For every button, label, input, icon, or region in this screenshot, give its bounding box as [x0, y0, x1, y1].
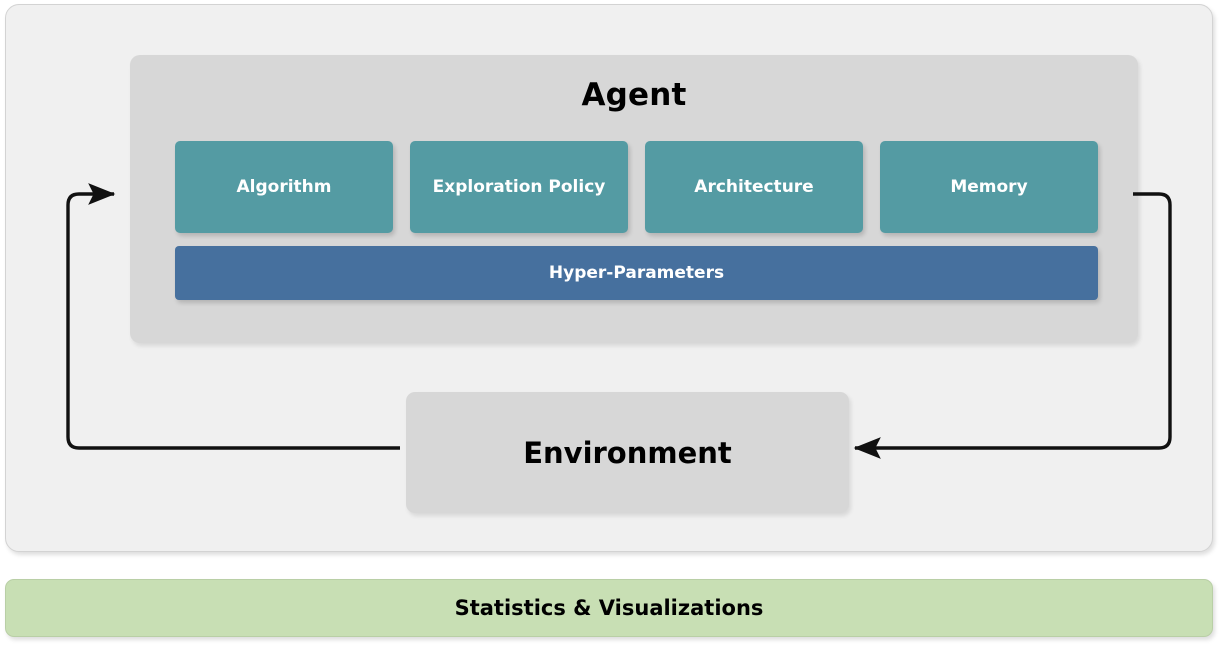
agent-container[interactable]: Agent Algorithm Exploration Policy Archi… [130, 55, 1138, 343]
hyper-parameters-bar[interactable]: Hyper-Parameters [175, 246, 1098, 300]
agent-component-exploration-policy[interactable]: Exploration Policy [410, 141, 628, 233]
agent-component-memory[interactable]: Memory [880, 141, 1098, 233]
statistics-visualizations-bar[interactable]: Statistics & Visualizations [5, 579, 1213, 637]
agent-component-row: Algorithm Exploration Policy Architectur… [175, 141, 1098, 233]
system-panel: Agent Algorithm Exploration Policy Archi… [5, 4, 1213, 552]
agent-title: Agent [581, 77, 687, 113]
environment-box[interactable]: Environment [406, 392, 849, 513]
agent-component-architecture[interactable]: Architecture [645, 141, 863, 233]
agent-component-algorithm[interactable]: Algorithm [175, 141, 393, 233]
